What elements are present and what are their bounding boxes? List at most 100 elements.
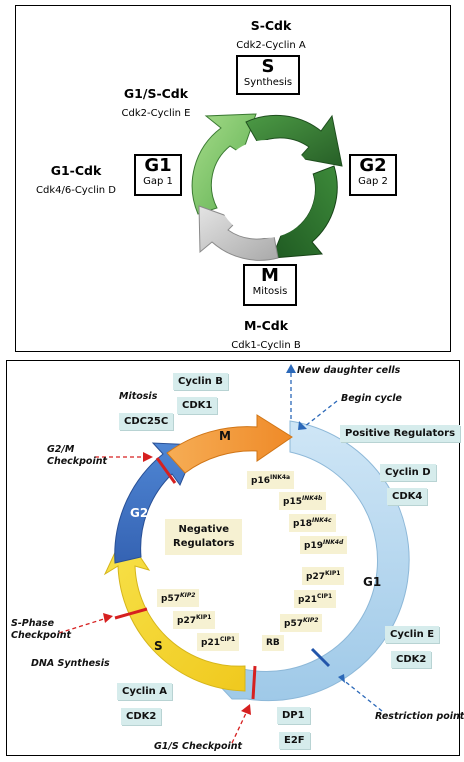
p18-sup: INK4c [311, 517, 332, 524]
tag-cdc25c: CDC25C [119, 413, 174, 430]
negative-regulators-box: Negative Regulators [165, 519, 243, 555]
tag-e2f: E2F [279, 732, 310, 749]
g1s-cdk-name: G1/S-Cdk [123, 86, 189, 101]
tag-cdk1: CDK1 [177, 397, 218, 414]
p57a-sup: KIP2 [302, 617, 319, 624]
m-cdk-name: M-Cdk [243, 318, 289, 333]
m-cdk-pair: Cdk1-Cyclin B [231, 340, 301, 352]
p16-base: p16 [251, 476, 270, 486]
g1s-checkpoint-label: G1/S Checkpoint [154, 741, 243, 752]
p27a-sup: KIP1 [324, 570, 341, 577]
p27b-sup: KIP1 [195, 614, 212, 621]
begin-cycle-arrow [303, 400, 338, 428]
tag-cyclin-d: Cyclin D [380, 464, 436, 481]
g1-arc [216, 420, 410, 702]
g1-phase-name: Gap 1 [143, 176, 173, 187]
m-cdk-label: M-Cdk Cdk1-Cyclin B [221, 316, 311, 353]
restriction-point-label: Restriction point [375, 711, 464, 722]
m-phase-letter: M [261, 265, 279, 286]
g1s-cdk-pair: Cdk2-Cyclin E [121, 108, 191, 120]
inhibitor-p21-s: p21CIP1 [197, 633, 240, 651]
inhibitor-p16: p16INK4a [247, 471, 295, 489]
m-arc [166, 414, 293, 474]
ring-arc-g2 [271, 165, 338, 259]
inhibitor-rb: RB [262, 635, 284, 651]
p27a-base: p27 [306, 572, 325, 582]
inhibitor-p27-g1: p27KIP1 [302, 567, 345, 585]
s-cdk-label: S-Cdk Cdk2-Cyclin A [231, 16, 311, 53]
phase-label-g1: G1 [363, 575, 382, 589]
dna-synthesis-label: DNA Synthesis [31, 658, 110, 669]
g1s-arrow [231, 710, 248, 744]
restriction-bar [310, 647, 331, 668]
regulator-ring [58, 364, 410, 744]
tag-dp1: DP1 [277, 707, 310, 724]
p57b-base: p57 [161, 594, 180, 604]
inhibitor-p57-g1: p57KIP2 [280, 614, 323, 632]
g1-phase-box: G1 Gap 1 [134, 154, 182, 196]
sphase-arrow [58, 617, 108, 634]
rb-base: RB [266, 638, 280, 648]
m-phase-box: M Mitosis [243, 264, 297, 306]
g2-arc [114, 442, 198, 564]
new-daughter-label: New daughter cells [297, 365, 401, 376]
p15-sup: INK4b [301, 495, 323, 502]
g2-phase-box: G2 Gap 2 [349, 154, 397, 196]
p57a-base: p57 [284, 619, 303, 629]
inhibitor-p21-g1: p21CIP1 [294, 590, 337, 608]
tag-positive-regulators: Positive Regulators [340, 425, 461, 442]
g2m-checkpoint-bar [155, 457, 177, 484]
begin-cycle-arrowhead [298, 421, 307, 430]
p21b-base: p21 [201, 638, 220, 648]
p27b-base: p27 [177, 616, 196, 626]
p57b-sup: KIP2 [179, 592, 196, 599]
p21a-sup: CIP1 [316, 593, 333, 600]
tag-cyclin-e: Cyclin E [385, 626, 440, 643]
g1s-arrowhead [241, 704, 251, 715]
p19-sup: INK4d [322, 539, 344, 546]
p21b-sup: CIP1 [219, 636, 236, 643]
new-daughter-arrowhead [286, 364, 296, 373]
g1s-checkpoint-bar [251, 665, 257, 700]
phase-label-m: M [219, 429, 231, 443]
ring-arc-g1 [191, 113, 257, 215]
g2-phase-name: Gap 2 [358, 176, 388, 187]
g1-cdk-name: G1-Cdk [50, 163, 102, 178]
g2m-checkpoint-word: Checkpoint [47, 456, 108, 467]
mitosis-label: Mitosis [119, 391, 158, 402]
m-phase-name: Mitosis [252, 286, 288, 297]
restriction-arrow [341, 678, 383, 712]
tag-cyclin-a: Cyclin A [117, 683, 172, 700]
g2m-label: G2/M [47, 444, 75, 455]
g1-cdk-label: G1-Cdk Cdk4/6-Cyclin D [26, 161, 126, 198]
g1-phase-letter: G1 [144, 155, 172, 176]
s-phase-box: S Synthesis [236, 55, 300, 95]
cycle-ring [191, 113, 343, 261]
sphase-checkpoint-word: Checkpoint [11, 630, 72, 641]
cell-cycle-cdk-panel: S-Cdk Cdk2-Cyclin A S Synthesis G1/S-Cdk… [15, 5, 451, 352]
phase-label-s: S [154, 639, 163, 653]
p16-sup: INK4a [269, 474, 291, 481]
p21a-base: p21 [298, 595, 317, 605]
s-cdk-pair: Cdk2-Cyclin A [236, 40, 306, 52]
inhibitor-p19: p19INK4d [300, 536, 348, 554]
negative-line-1: Negative [178, 524, 230, 535]
s-phase-name: Synthesis [243, 77, 293, 88]
g1s-cdk-label: G1/S-Cdk Cdk2-Cyclin E [111, 84, 201, 121]
s-phase-letter: S [261, 56, 275, 77]
tag-cdk2-e: CDK2 [391, 651, 432, 668]
tag-cdk4: CDK4 [387, 488, 428, 505]
sphase-label: S-Phase [11, 618, 55, 629]
restriction-arrowhead [338, 674, 345, 683]
sphase-checkpoint-bar [114, 607, 148, 620]
p18-base: p18 [293, 519, 312, 529]
p15-base: p15 [283, 497, 302, 507]
tag-cdk2-a: CDK2 [121, 708, 162, 725]
inhibitor-p57-s: p57KIP2 [157, 589, 200, 607]
inhibitor-p27-s: p27KIP1 [173, 611, 216, 629]
inhibitor-p15: p15INK4b [279, 492, 327, 510]
sphase-arrowhead [103, 613, 113, 623]
g2-phase-letter: G2 [359, 155, 387, 176]
g2m-arrowhead [143, 452, 153, 462]
g1-cdk-pair: Cdk4/6-Cyclin D [36, 185, 116, 197]
